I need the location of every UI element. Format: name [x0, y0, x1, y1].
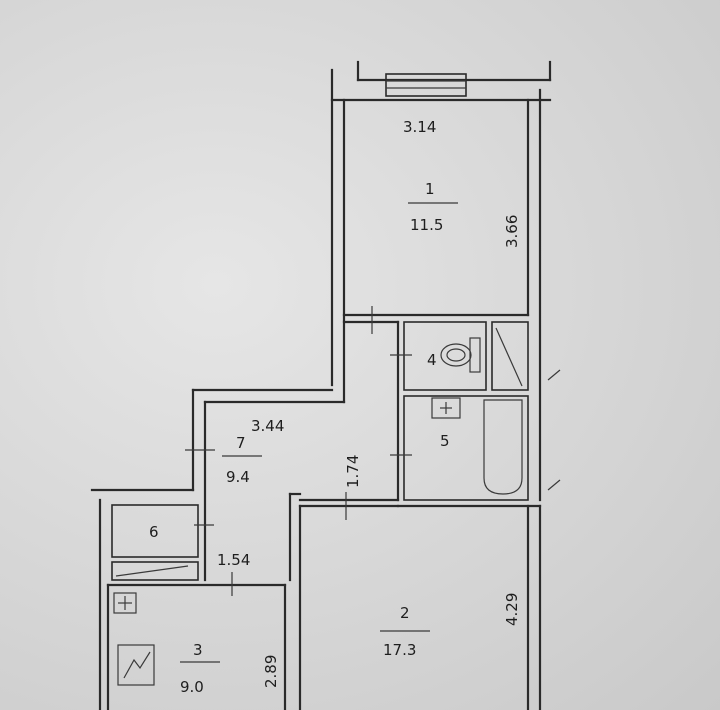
room-3-number: 3	[193, 641, 203, 659]
room-2-number: 2	[400, 604, 410, 622]
room-3-walls	[106, 583, 287, 710]
fraction-bars	[180, 202, 458, 663]
room-5-walls	[396, 395, 542, 508]
appliance-icon	[117, 644, 155, 686]
door-markers	[185, 306, 561, 596]
room-1-number: 1	[425, 180, 435, 198]
room-7-number: 7	[236, 434, 246, 452]
room-2-area: 17.3	[383, 641, 416, 659]
window-top	[385, 73, 467, 97]
room-7-depth-label: 1.74	[344, 455, 362, 488]
room-5-number: 5	[440, 432, 450, 450]
room-3-length-label: 2.89	[262, 655, 280, 688]
room-2-walls	[298, 504, 542, 710]
room-6-number: 6	[149, 523, 159, 541]
room-7-walls	[191, 320, 400, 582]
room-7-passage-label: 1.54	[217, 551, 250, 569]
room-4-walls	[396, 320, 529, 502]
room-1-length-label: 3.66	[503, 215, 521, 248]
room-7-width-label: 3.44	[251, 417, 284, 435]
room-1-width-label: 3.14	[403, 118, 436, 136]
room-1-walls	[330, 60, 552, 502]
room-1-area: 11.5	[410, 216, 443, 234]
room-3-area: 9.0	[180, 678, 204, 696]
bathtub-icon	[483, 399, 523, 495]
room-7-area: 9.4	[226, 468, 250, 486]
room-6-walls	[90, 488, 199, 710]
sink-icon	[431, 397, 461, 419]
stove-icon	[113, 592, 137, 614]
room-4-number: 4	[427, 351, 437, 369]
toilet-icon	[440, 337, 481, 373]
room-2-length-label: 4.29	[503, 593, 521, 626]
